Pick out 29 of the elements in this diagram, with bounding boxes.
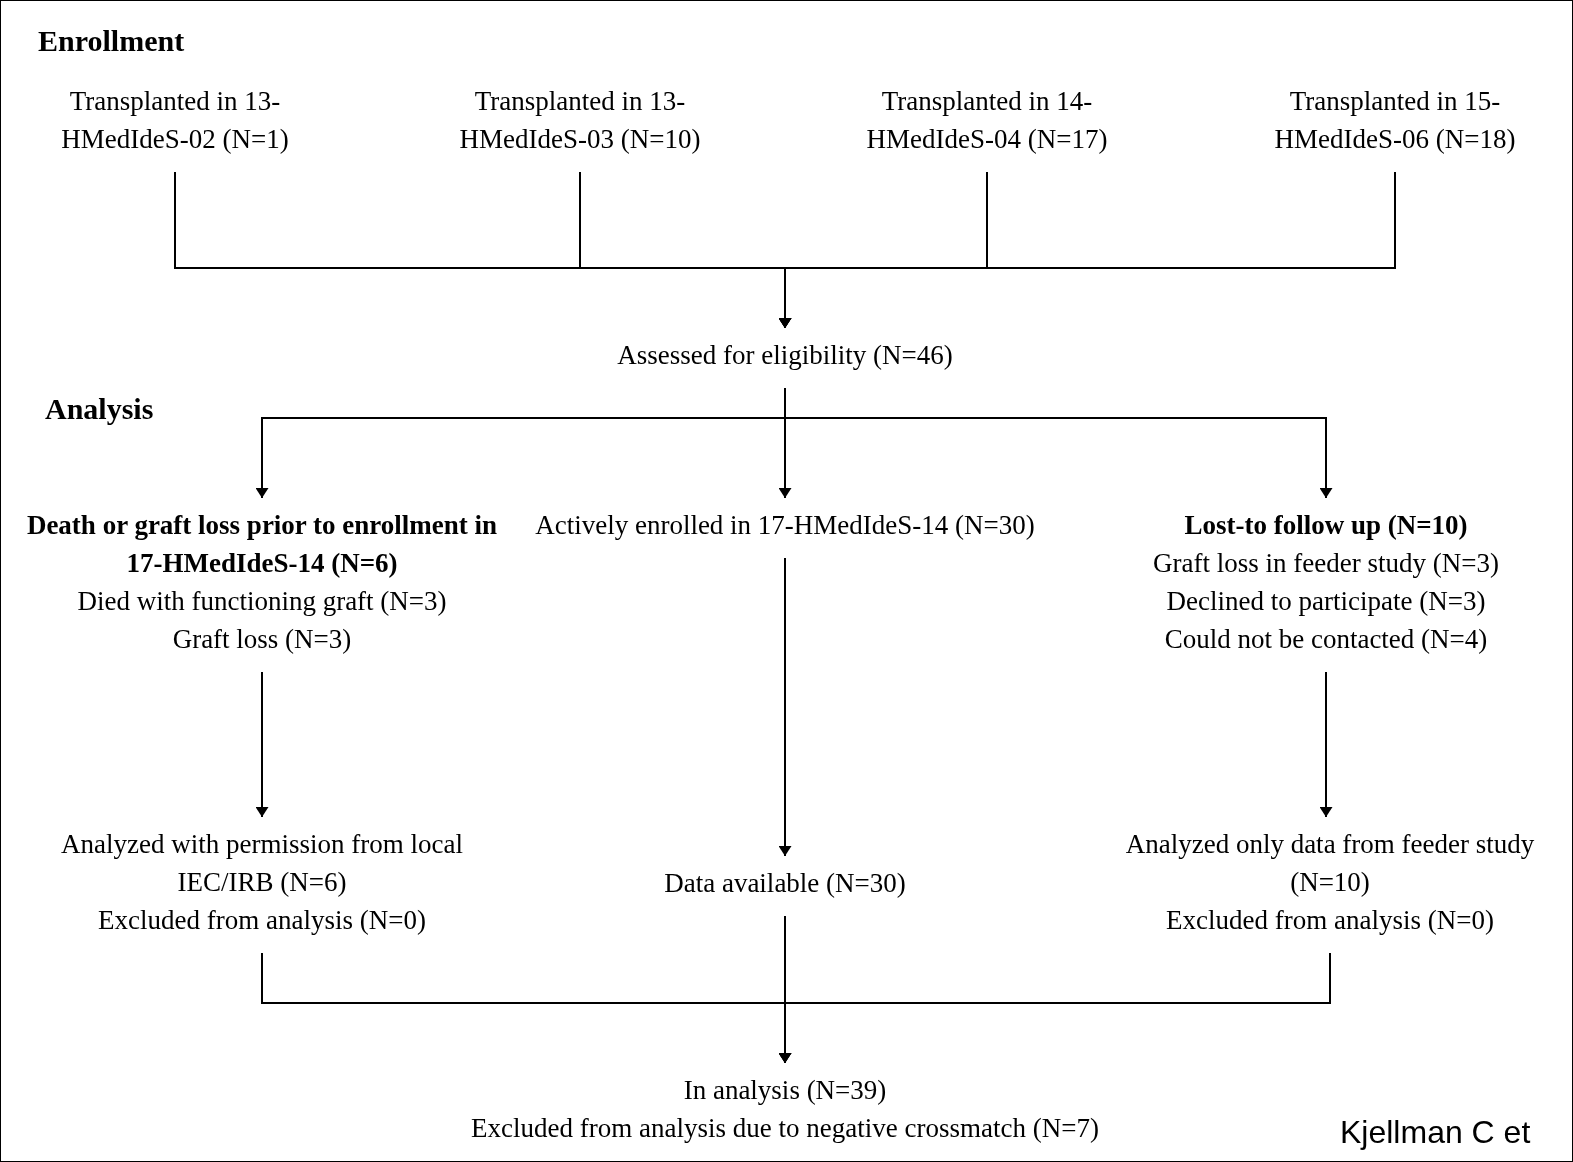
flow-text: Declined to participate (N=3) xyxy=(1165,585,1487,618)
flow-text: Excluded from analysis (N=0) xyxy=(1165,904,1495,937)
flow-text: Died with functioning graft (N=3) xyxy=(76,585,448,618)
arrow xyxy=(780,952,1331,1064)
flow-text: Graft loss (N=3) xyxy=(171,623,353,656)
arrow xyxy=(257,671,267,818)
citation-text: Kjellman C et xyxy=(1340,1113,1531,1152)
flow-text: Excluded from analysis due to negative crossmatch (N=7) xyxy=(470,1112,1100,1145)
flow-text: Transplanted in 13-HMedIdeS-03 (N=10) xyxy=(458,85,702,156)
arrow xyxy=(780,171,1396,329)
flow-text: Analyzed only data from feeder study (N=10) xyxy=(1124,828,1536,899)
flow-text: Excluded from analysis (N=0) xyxy=(97,904,427,937)
section-heading: Analysis xyxy=(45,391,154,427)
section-heading: Enrollment xyxy=(38,23,185,59)
flow-text: Lost-to follow up (N=10) xyxy=(1183,509,1469,542)
flow-text: Death or graft loss prior to enrollment in 17-HMedIdeS-14 (N=6) xyxy=(25,509,499,580)
flow-text: Analyzed with permission from local IEC/IRB (N=6) xyxy=(60,828,464,899)
flow-text: Transplanted in 15-HMedIdeS-06 (N=18) xyxy=(1273,85,1517,156)
arrow xyxy=(780,557,790,857)
flow-text: Could not be contacted (N=4) xyxy=(1163,623,1489,656)
flow-text: Assessed for eligibility (N=46) xyxy=(616,339,954,372)
flow-text: Data available (N=30) xyxy=(663,867,907,900)
arrow xyxy=(1321,671,1331,818)
flow-text: Graft loss in feeder study (N=3) xyxy=(1152,547,1500,580)
flow-text: Transplanted in 14-HMedIdeS-04 (N=17) xyxy=(865,85,1109,156)
flow-text: In analysis (N=39) xyxy=(682,1074,888,1107)
arrow xyxy=(784,387,1331,499)
flow-text: Actively enrolled in 17-HMedIdeS-14 (N=30) xyxy=(534,509,1036,542)
flow-text: Transplanted in 13-HMedIdeS-02 (N=1) xyxy=(60,85,290,156)
